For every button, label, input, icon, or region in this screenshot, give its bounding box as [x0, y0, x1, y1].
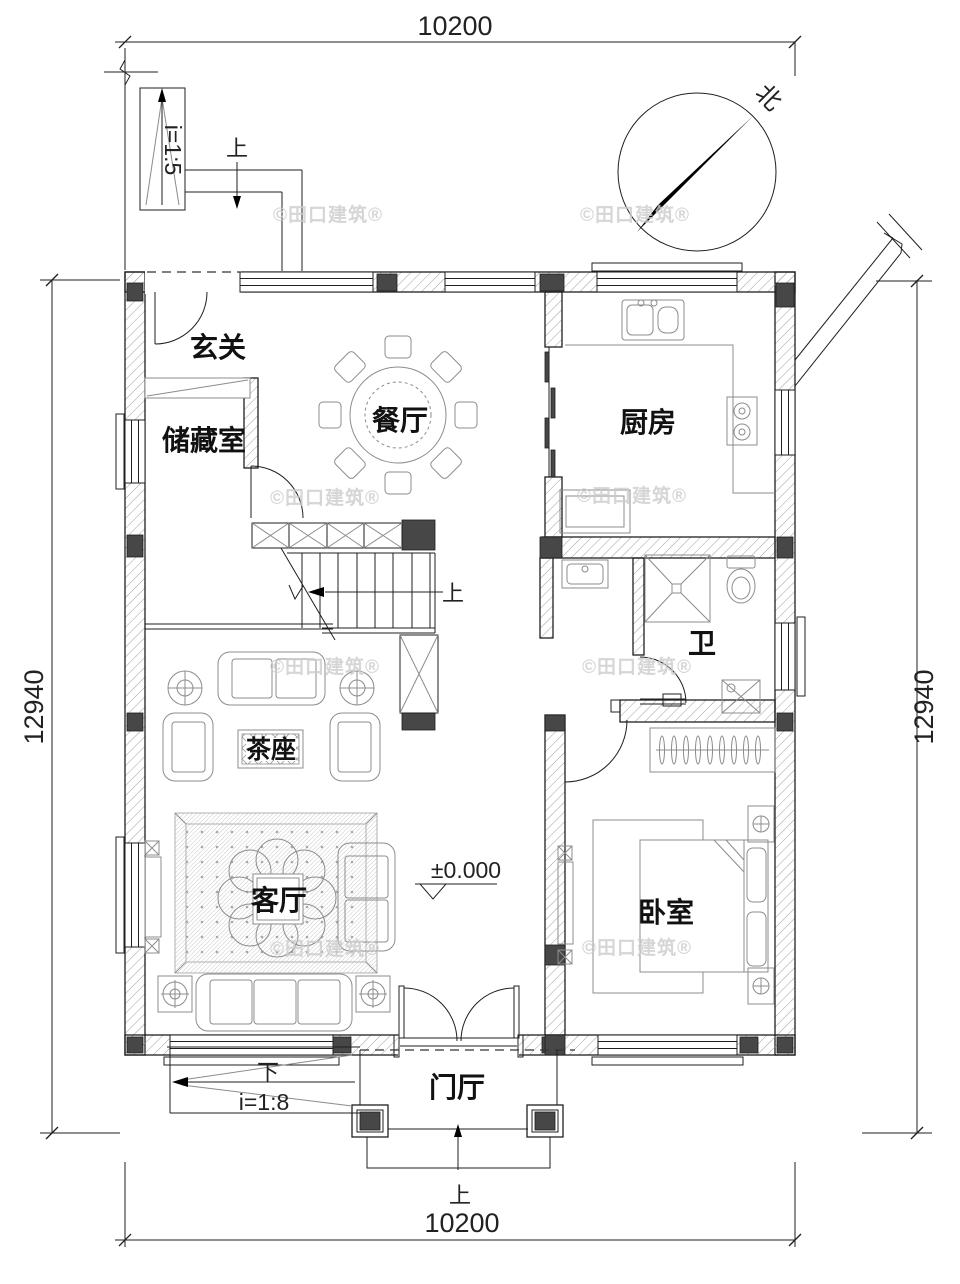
room-label-porch: 门厅	[429, 1072, 485, 1103]
tv-unit-bedroom	[557, 845, 574, 965]
interior-walls	[144, 291, 776, 1036]
watermark-text: ©田口建筑®	[270, 937, 380, 960]
washer-drain	[721, 679, 761, 714]
door-bedroom	[564, 719, 628, 783]
porch-column-right	[526, 1104, 564, 1138]
watermarks: ©田口建筑® ©田口建筑® ©田口建筑® ©田口建筑® ©田口建筑® ©田口建筑…	[270, 203, 692, 960]
dim-top-text: 10200	[417, 11, 492, 41]
up-label-stairs: 上	[442, 581, 464, 606]
window-dining-2	[444, 271, 536, 293]
watermark-text: ©田口建筑®	[270, 486, 380, 509]
compass-needle-icon	[637, 116, 753, 232]
watermark-text: ©田口建筑®	[273, 203, 383, 226]
side-ramp-east	[794, 213, 923, 387]
window-kitchen-north	[591, 262, 743, 293]
room-label-bath: 卫	[688, 628, 716, 659]
dim-bottom-text: 10200	[424, 1208, 499, 1238]
north-label: 北	[750, 79, 787, 116]
nightstand-bottom	[747, 967, 775, 1005]
tv-unit-living	[144, 840, 162, 954]
dim-right-text: 12940	[909, 669, 939, 744]
level-text: ±0.000	[431, 857, 501, 883]
nightstand-top	[747, 805, 775, 843]
kitchen-sink	[621, 299, 685, 341]
watermark-text: ©田口建筑®	[582, 936, 692, 959]
kitchen-stove	[726, 396, 758, 446]
window-storage-west	[115, 413, 146, 490]
dimension-top: 10200	[115, 11, 802, 76]
window-kitchen-east	[774, 389, 796, 456]
windows	[115, 262, 806, 1066]
bathroom-fixtures	[561, 554, 761, 714]
dimension-left: 12940	[19, 273, 120, 1140]
side-table-right	[355, 975, 391, 1013]
dimension-right: 12940	[862, 274, 939, 1140]
hall-vanity-sink	[561, 559, 609, 589]
room-label-kitchen: 厨房	[620, 406, 676, 438]
porch-column-left	[351, 1104, 389, 1138]
tea-table	[237, 729, 304, 769]
door-storage	[250, 465, 304, 519]
door-bath	[639, 656, 687, 707]
window-living-south	[163, 1034, 340, 1066]
watermark-text: ©田口建筑®	[270, 655, 380, 678]
up-label-north: 上	[226, 136, 248, 161]
room-label-living: 客厅	[251, 884, 307, 916]
coffee-table-flower	[217, 838, 337, 958]
room-label-storage: 储藏室	[162, 424, 246, 456]
toilet	[726, 555, 756, 604]
room-label-tea: 茶座	[246, 735, 296, 764]
bed	[639, 839, 769, 973]
door-entry	[154, 291, 208, 345]
living-room-furniture	[144, 812, 396, 1032]
watermark-text: ©田口建筑®	[582, 655, 692, 678]
slope-porch-label: i=1:8	[239, 1089, 290, 1115]
staircase: 上	[251, 522, 464, 714]
porch: 上	[351, 1049, 575, 1208]
down-label-ramp: 下	[257, 1060, 279, 1085]
doors	[154, 291, 687, 1058]
window-dining-1	[239, 271, 374, 293]
door-main-double	[393, 985, 524, 1058]
level-marker: ±0.000	[415, 857, 501, 900]
wardrobe	[649, 727, 776, 773]
dim-left-text: 12940	[19, 669, 49, 744]
room-label-dining: 餐厅	[372, 405, 428, 436]
watermark-text: ©田口建筑®	[577, 484, 687, 507]
dining-table-set	[318, 335, 478, 495]
tea-area-furniture	[162, 651, 381, 782]
entry-ramp-north: i=1:5 上	[104, 48, 303, 271]
kitchen-fixtures	[559, 299, 775, 534]
bedroom-furniture	[557, 727, 776, 1005]
dimension-bottom: 10200	[115, 1162, 802, 1247]
watermark-text: ©田口建筑®	[580, 203, 690, 226]
sliding-door-kitchen	[544, 347, 556, 478]
porch-ramp: 下 i=1:8	[167, 1046, 360, 1115]
window-bedroom-south	[591, 1034, 744, 1066]
window-living-west	[115, 836, 146, 954]
window-bath-east	[774, 616, 806, 697]
structural-columns	[126, 273, 795, 1056]
room-label-bedroom: 卧室	[638, 896, 694, 928]
slope-entry-label: i=1:5	[160, 125, 186, 176]
up-label-porch: 上	[449, 1183, 471, 1208]
side-table-left	[157, 975, 193, 1013]
room-label-entry: 玄关	[190, 331, 246, 363]
shower	[644, 554, 711, 623]
